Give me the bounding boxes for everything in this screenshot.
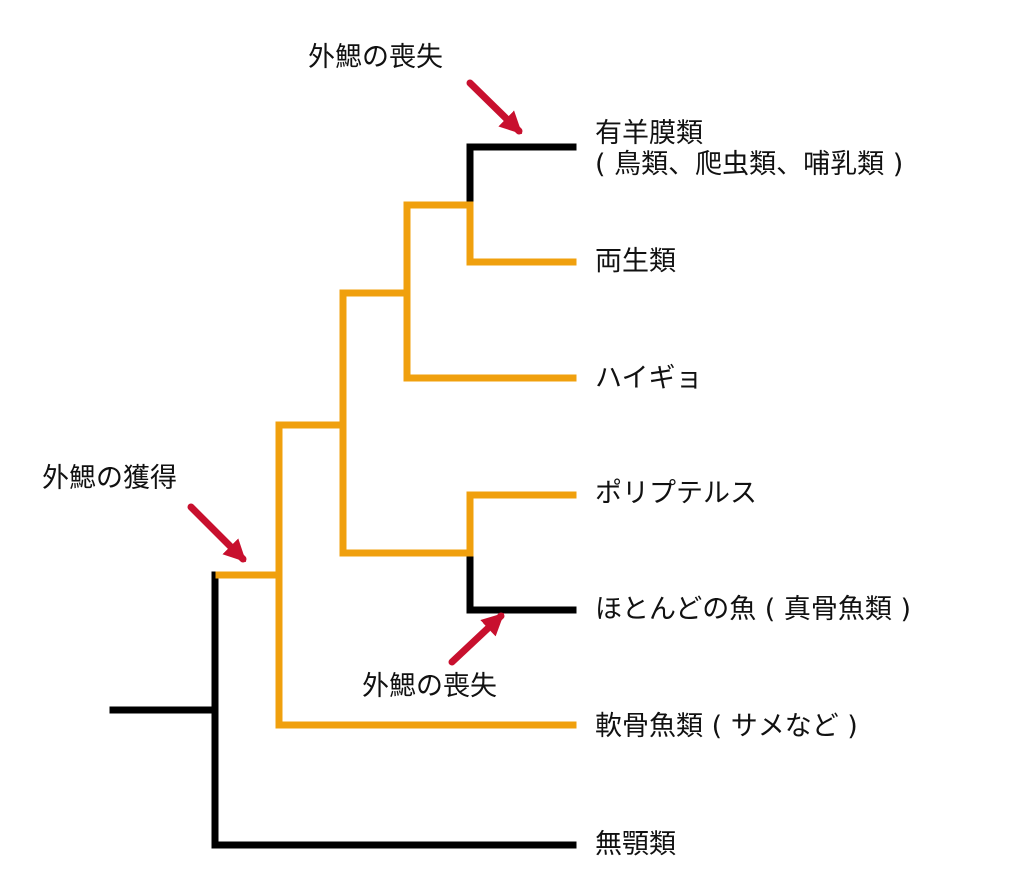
taxon-amniotes: 有羊膜類 ( 鳥類、爬虫類、哺乳類 ) bbox=[595, 118, 903, 180]
event-loss-top-label: 外鰓の喪失 bbox=[308, 42, 443, 73]
taxon-amniotes-name: 有羊膜類 bbox=[595, 118, 703, 149]
branches-gills-absent bbox=[109, 143, 577, 849]
taxon-cartilaginous: 軟骨魚類 ( サメなど ) bbox=[595, 711, 858, 742]
arrow-loss-top bbox=[466, 79, 523, 135]
taxon-agnathans: 無顎類 bbox=[595, 829, 676, 860]
taxon-amphibians: 両生類 bbox=[595, 246, 676, 277]
event-loss-bottom-label: 外鰓の喪失 bbox=[362, 671, 497, 702]
arrow-gain bbox=[187, 503, 247, 563]
event-gain-label: 外鰓の獲得 bbox=[42, 463, 177, 494]
branch-amniotes bbox=[466, 143, 577, 209]
taxon-polypterus: ポリプテルス bbox=[595, 478, 757, 509]
branches-gills-present bbox=[215, 201, 577, 729]
taxon-amniotes-note: ( 鳥類、爬虫類、哺乳類 ) bbox=[595, 149, 904, 180]
arrow-loss-bottom bbox=[448, 612, 505, 666]
branch-teleosts bbox=[466, 549, 577, 614]
taxon-lungfish: ハイギョ bbox=[595, 363, 703, 394]
taxon-teleosts: ほとんどの魚 ( 真骨魚類 ) bbox=[595, 594, 912, 625]
event-arrows bbox=[187, 79, 523, 666]
